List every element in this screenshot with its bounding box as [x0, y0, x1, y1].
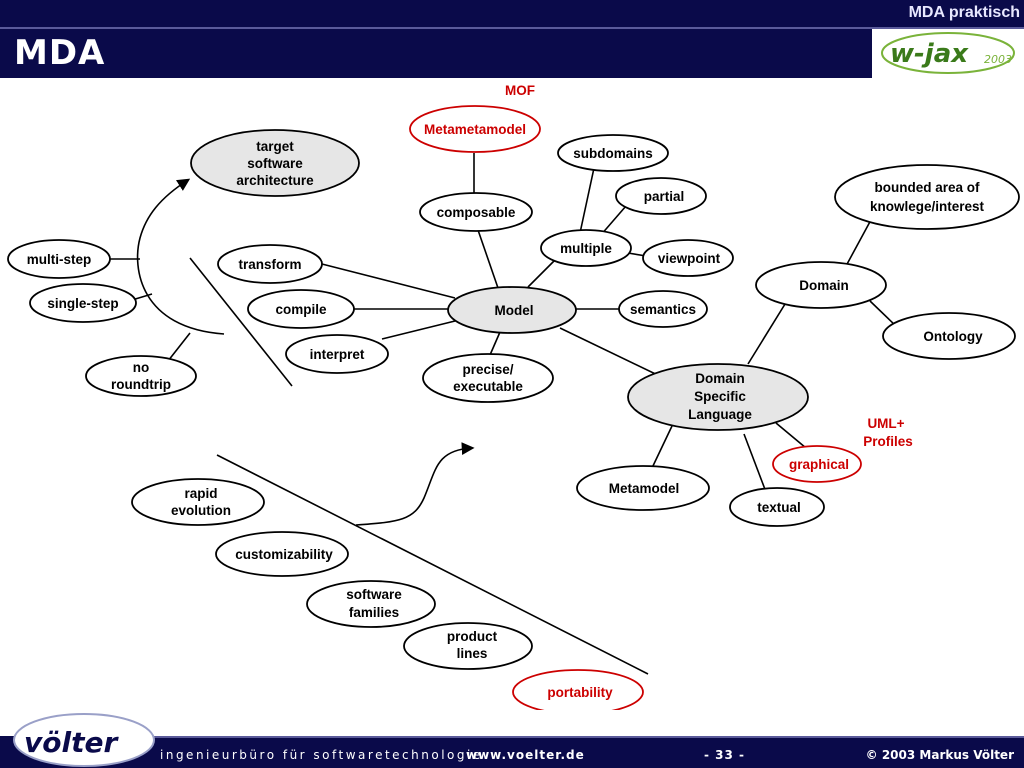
svg-text:portability: portability	[547, 685, 613, 700]
node-portability: portability	[512, 669, 644, 710]
svg-text:subdomains: subdomains	[573, 146, 653, 161]
wjax-logo-year: 2003	[984, 53, 1012, 66]
arrow-to-target-architecture	[136, 178, 225, 335]
svg-text:viewpoint: viewpoint	[658, 251, 721, 266]
slide-footer: völter ingenieurbüro für softwaretechnol…	[0, 710, 1024, 768]
svg-text:textual: textual	[757, 500, 801, 515]
edge-model-composable	[477, 229, 499, 289]
divider-lower	[216, 454, 649, 675]
svg-text:customizability: customizability	[235, 547, 333, 562]
voelter-logo-text: völter	[24, 726, 119, 759]
node-single-step: single-step	[29, 283, 137, 323]
svg-text:Metamodel: Metamodel	[609, 481, 680, 496]
connectors	[108, 153, 899, 675]
svg-text:graphical: graphical	[789, 457, 849, 472]
svg-text:Domain: Domain	[799, 278, 849, 293]
svg-text:single-step: single-step	[47, 296, 118, 311]
slide-header: MDA MDA praktisch w-jax 2003	[0, 0, 1024, 79]
edge-multiple-subdomains	[579, 167, 595, 234]
svg-text:Metametamodel: Metametamodel	[424, 122, 526, 137]
wjax-logo: w-jax 2003	[876, 29, 1024, 79]
node-subdomains: subdomains	[557, 134, 669, 172]
node-multiple: multiple	[540, 229, 632, 267]
header-band-right	[872, 0, 1024, 28]
svg-text:Ontology: Ontology	[923, 329, 983, 344]
node-domain: Domain	[755, 261, 887, 309]
edge-model-transform	[317, 262, 456, 299]
node-precise-executable: precise/executable	[422, 353, 554, 403]
svg-text:composable: composable	[437, 205, 516, 220]
header-rule	[0, 27, 1024, 29]
node-transform: transform	[217, 244, 323, 284]
svg-text:semantics: semantics	[630, 302, 696, 317]
node-metametamodel: Metametamodel	[409, 105, 541, 153]
node-partial: partial	[615, 177, 707, 215]
node-metamodel: Metamodel	[576, 465, 710, 511]
edge-model-interpret	[381, 320, 456, 340]
footer-copyright: © 2003 Markus Völter	[865, 748, 1014, 762]
edge-dsl-metamodel	[651, 425, 673, 469]
node-ontology: Ontology	[882, 312, 1016, 360]
footer-rule	[0, 736, 1024, 738]
node-semantics: semantics	[618, 290, 708, 328]
svg-text:interpret: interpret	[310, 347, 365, 362]
node-textual: textual	[729, 487, 825, 527]
node-interpret: interpret	[285, 334, 389, 374]
footer-company: ingenieurbüro für softwaretechnologie	[160, 748, 483, 762]
node-viewpoint: viewpoint	[642, 239, 734, 277]
node-model: Model	[447, 286, 577, 334]
node-compile: compile	[247, 289, 355, 329]
svg-text:multiple: multiple	[560, 241, 612, 256]
svg-text:compile: compile	[275, 302, 327, 317]
voelter-logo: völter	[0, 713, 155, 768]
node-customizability: customizability	[215, 531, 349, 577]
page-number: - 33 -	[704, 748, 746, 762]
svg-text:transform: transform	[238, 257, 301, 272]
edge-dsl-graphical	[775, 422, 807, 449]
slide-title: MDA	[14, 33, 106, 73]
svg-text:multi-step: multi-step	[27, 252, 92, 267]
svg-text:Model: Model	[495, 303, 534, 318]
svg-text:precise/executable: precise/executable	[453, 362, 523, 394]
svg-text:partial: partial	[644, 189, 685, 204]
slide-subtitle: MDA praktisch	[908, 4, 1020, 21]
edge-model-multiple	[527, 259, 556, 288]
divider-upper	[189, 257, 293, 387]
node-graphical: graphical	[772, 445, 862, 483]
edge-model-precise	[489, 331, 501, 356]
wjax-logo-text: w-jax	[890, 39, 969, 69]
node-composable: composable	[419, 192, 533, 232]
edge-model-dsl	[559, 327, 669, 381]
header-band	[0, 0, 872, 78]
edge-noroundtrip	[167, 332, 191, 362]
arrow-to-model-side	[355, 442, 475, 526]
label-mof: MOF	[505, 83, 535, 98]
edge-dsl-domain	[747, 295, 791, 365]
footer-bar	[0, 736, 1024, 768]
label-uml-profiles: UML+Profiles	[863, 416, 913, 449]
footer-url[interactable]: www.voelter.de	[466, 748, 585, 762]
node-multi-step: multi-step	[7, 239, 111, 279]
edge-domain-bounded	[845, 217, 873, 267]
edge-dsl-textual	[743, 433, 767, 493]
